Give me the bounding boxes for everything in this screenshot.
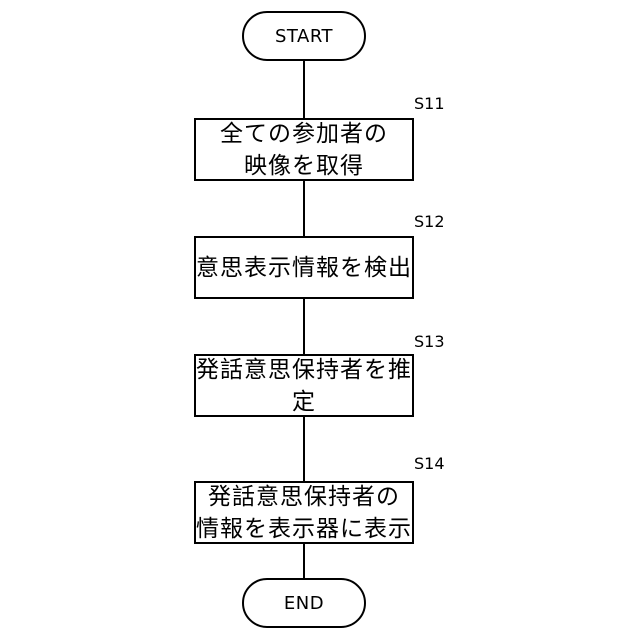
end-label: END <box>284 593 324 614</box>
process-text-s11: 全ての参加者の 映像を取得 <box>220 118 388 182</box>
process-box-s11: 全ての参加者の 映像を取得 <box>194 118 414 181</box>
process-box-s14: 発話意思保持者の 情報を表示器に表示 <box>194 481 414 544</box>
process-text-s12: 意思表示情報を検出 <box>196 252 412 284</box>
process-box-s13: 発話意思保持者を推 定 <box>194 354 414 417</box>
step-id-s13: S13 <box>414 334 445 350</box>
process-text-s14: 発話意思保持者の 情報を表示器に表示 <box>196 481 412 545</box>
step-id-s11: S11 <box>414 96 445 112</box>
step-id-s14: S14 <box>414 456 445 472</box>
start-label: START <box>275 26 333 47</box>
step-id-s12: S12 <box>414 214 445 230</box>
process-box-s12: 意思表示情報を検出 <box>194 236 414 299</box>
end-terminal: END <box>242 578 366 628</box>
start-terminal: START <box>242 11 366 61</box>
process-text-s13: 発話意思保持者を推 定 <box>196 354 412 418</box>
